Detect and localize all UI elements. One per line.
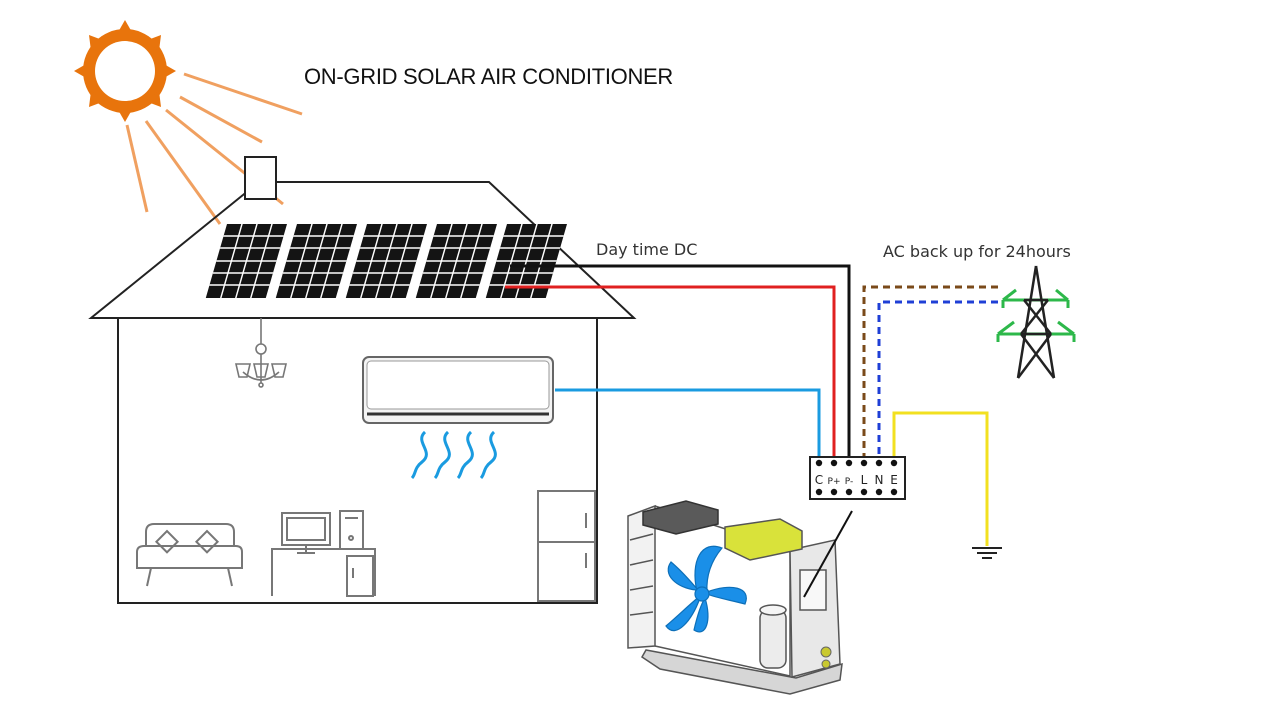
sun-icon <box>74 20 176 122</box>
earth-wire <box>892 411 989 546</box>
sofa-icon <box>136 523 243 587</box>
ac-backup-label: AC back up for 24hours <box>883 242 1071 261</box>
refrigerator-icon <box>537 490 596 602</box>
compressor <box>759 604 787 669</box>
ac-live-wire <box>862 285 998 460</box>
terminal-label: E <box>890 473 898 487</box>
solar-panel <box>275 224 357 298</box>
ground-icon <box>972 547 1002 559</box>
terminal-label: N <box>875 473 884 487</box>
indoor-ac-unit <box>362 356 554 424</box>
dc-positive-wire <box>505 285 836 460</box>
dc-negative-wire <box>510 264 851 460</box>
terminal-block: C P+ P- L N E <box>809 456 906 500</box>
solar-panel <box>485 224 567 298</box>
indoor-unit-wire <box>555 388 821 460</box>
outdoor-ac-unit <box>627 500 853 695</box>
computer-desk-icon <box>271 510 376 597</box>
chandelier-icon <box>234 318 288 388</box>
page-title: ON-GRID SOLAR AIR CONDITIONER <box>304 64 674 89</box>
solar-panel <box>345 224 427 298</box>
house-outline <box>88 156 637 604</box>
airflow-icon <box>410 430 497 480</box>
ac-neutral-wire <box>877 300 998 460</box>
solar-panel-array <box>205 224 567 298</box>
dc-label: Day time DC <box>596 240 698 259</box>
terminal-label: L <box>861 473 868 487</box>
terminal-label: P+ <box>828 477 841 487</box>
terminal-label: C <box>815 473 823 487</box>
transmission-tower-icon <box>996 265 1076 379</box>
solar-panel <box>205 224 287 298</box>
solar-panel <box>415 224 497 298</box>
terminal-label: P- <box>845 477 853 487</box>
